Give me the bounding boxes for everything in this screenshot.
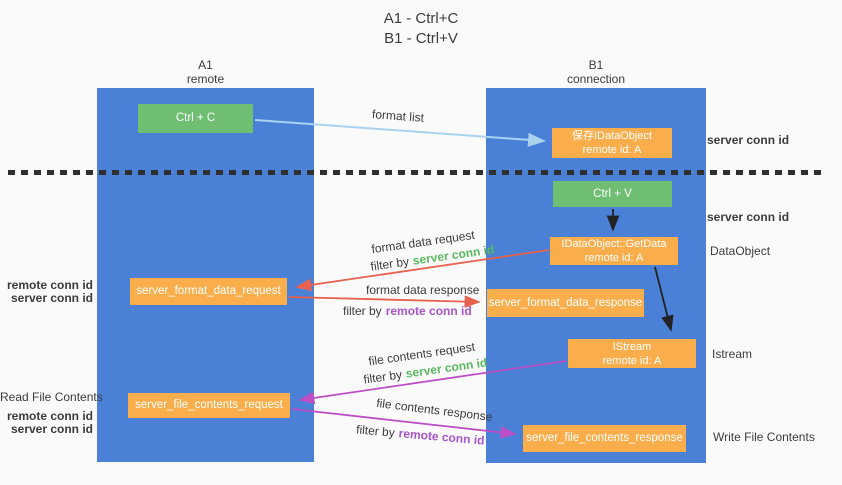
label-istream: Istream [712, 347, 753, 361]
box-server-file-contents-request: server_file_contents_request [128, 393, 290, 418]
lane-b1-role: connection [566, 72, 626, 86]
label-filter-by-remote-conn-id-1: filter by remote conn id [343, 304, 472, 318]
box-ctrl-v-label: Ctrl + V [593, 187, 632, 200]
lane-header-b1: B1 connection [486, 58, 706, 86]
box-ctrl-c-label: Ctrl + C [175, 112, 216, 124]
label-format-data-response: format data response [366, 283, 480, 297]
title-line-2: B1 - Ctrl+V [384, 30, 458, 47]
box-istream-line1: IStream [612, 340, 652, 353]
box-format-request-label: server_format_data_request [136, 285, 281, 297]
filter-by-text: filter by [343, 304, 382, 318]
box-istream: IStream remote id: A [568, 339, 696, 368]
filter-by-text: filter by [362, 367, 403, 387]
label-server-conn-id-right-mid: server conn id [707, 210, 790, 224]
box-idataobject-getdata: IDataObject::GetData remote id: A [550, 237, 678, 265]
lane-a1-name: A1 [198, 58, 213, 72]
arrow-format-data-response [288, 295, 481, 308]
lane-header-a1: A1 remote [97, 58, 314, 86]
box-server-file-contents-response: server_file_contents_response [523, 425, 686, 452]
label-write-file-contents: Write File Contents [713, 430, 815, 444]
remote-conn-id-text: remote conn id [398, 426, 486, 448]
box-file-response-label: server_file_contents_response [526, 432, 683, 444]
lane-a1-role: remote [186, 72, 225, 86]
diagram-title: A1 - Ctrl+C B1 - Ctrl+V [0, 9, 842, 49]
box-format-response-label: server_format_data_response [488, 296, 643, 309]
box-ctrl-v: Ctrl + V [553, 181, 672, 207]
lane-b1-name: B1 [588, 58, 604, 72]
label-server-conn-id-left-top: server conn id [10, 291, 93, 305]
label-remote-conn-id-left-bottom: remote conn id [6, 409, 93, 423]
box-file-request-label: server_file_contents_request [135, 399, 283, 411]
filter-by-text: filter by [355, 422, 396, 440]
dotted-separator-line [8, 170, 822, 175]
filter-by-text: filter by [369, 254, 410, 274]
label-server-conn-id-left-bottom: server conn id [10, 422, 93, 436]
label-read-file-contents: Read File Contents [0, 390, 103, 404]
box-server-format-data-response: server_format_data_response [487, 289, 644, 317]
label-dataobject: DataObject [710, 244, 771, 258]
box-getdata-line1: IDataObject::GetData [561, 238, 667, 250]
title-line-1: A1 - Ctrl+C [383, 10, 459, 27]
box-save-idataobject-line1: 保存IDataObject [571, 130, 653, 142]
label-format-list: format list [371, 107, 425, 125]
box-server-format-data-request: server_format_data_request [130, 278, 287, 305]
remote-conn-id-text: remote conn id [385, 304, 472, 318]
label-file-contents-response: file contents response [375, 395, 494, 425]
box-save-idataobject: 保存IDataObject remote id: A [552, 128, 672, 158]
label-remote-conn-id-left-top: remote conn id [6, 278, 93, 292]
box-istream-line2: remote id: A [602, 354, 662, 367]
box-getdata-line2: remote id: A [584, 252, 644, 264]
label-filter-by-remote-conn-id-2: filter by remote conn id [356, 422, 485, 447]
box-ctrl-c: Ctrl + C [138, 104, 253, 133]
box-save-idataobject-line2: remote id: A [582, 144, 642, 156]
label-server-conn-id-right-top: server conn id [707, 133, 790, 147]
